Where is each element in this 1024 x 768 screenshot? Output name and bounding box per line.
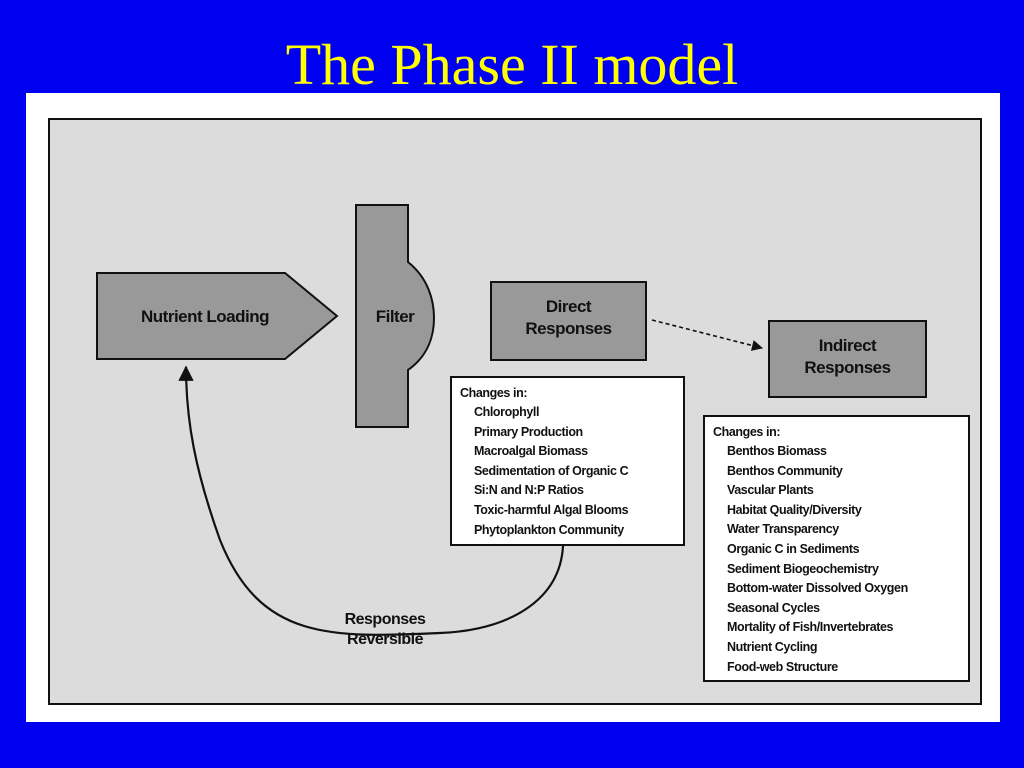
list-item: Vascular Plants — [727, 483, 814, 498]
list-item: Phytoplankton Community — [474, 522, 624, 537]
list-item: Benthos Biomass — [727, 444, 827, 458]
direct-changes-heading: Changes in: — [460, 386, 528, 400]
reversible-loop-label: Responses Reversible — [310, 610, 460, 650]
list-item: Seasonal Cycles — [727, 600, 820, 615]
indirect-responses-box — [768, 320, 927, 398]
list-item: Sediment Biogeochemistry — [727, 561, 879, 576]
slide-title: The Phase II model — [285, 32, 739, 97]
list-item: Benthos Community — [727, 463, 843, 478]
indirect-changes-heading: Changes in: — [713, 425, 781, 439]
list-item: Water Transparency — [727, 522, 839, 537]
nutrient-loading-label: Nutrient Loading — [141, 307, 269, 326]
list-item: Organic C in Sediments — [727, 541, 860, 556]
direct-changes-list: Changes in: Chlorophyll Primary Producti… — [450, 376, 685, 546]
loop-label-line2: Reversible — [347, 631, 423, 648]
direct-responses-line1: Direct — [545, 297, 592, 316]
list-item: Toxic-harmful Algal Blooms — [474, 502, 629, 517]
list-item: Macroalgal Biomass — [474, 444, 588, 459]
direct-responses-box — [490, 281, 647, 361]
list-item: Sedimentation of Organic C — [474, 463, 629, 478]
list-item: Mortality of Fish/Invertebrates — [727, 620, 894, 635]
filter-label: Filter — [375, 307, 415, 326]
list-item: Bottom-water Dissolved Oxygen — [727, 581, 908, 596]
direct-responses-label: Direct Responses — [491, 296, 646, 340]
indirect-responses-label: Indirect Responses — [769, 335, 926, 379]
indirect-changes-list: Changes in: Benthos Biomass Benthos Comm… — [703, 415, 970, 682]
list-item: Nutrient Cycling — [727, 639, 818, 654]
indirect-changes-items: Benthos Biomass Benthos Community Vascul… — [713, 442, 960, 677]
direct-responses-line2: Responses — [525, 319, 612, 338]
list-item: Food-web Structure — [727, 659, 838, 674]
direct-changes-items: Chlorophyll Primary Production Macroalga… — [460, 403, 675, 540]
reversible-loop-curve — [178, 365, 565, 636]
loop-label-line1: Responses — [344, 611, 426, 628]
indirect-responses-line2: Responses — [804, 358, 891, 377]
list-item: Chlorophyll — [474, 405, 540, 419]
list-item: Habitat Quality/Diversity — [727, 502, 862, 517]
nutrient-loading-shape — [96, 272, 339, 360]
list-item: Si:N and N:P Ratios — [474, 483, 584, 498]
filter-shape — [355, 204, 436, 428]
list-item: Primary Production — [474, 424, 583, 439]
indirect-responses-line1: Indirect — [818, 336, 877, 355]
direct-to-indirect-arrow — [651, 319, 764, 351]
